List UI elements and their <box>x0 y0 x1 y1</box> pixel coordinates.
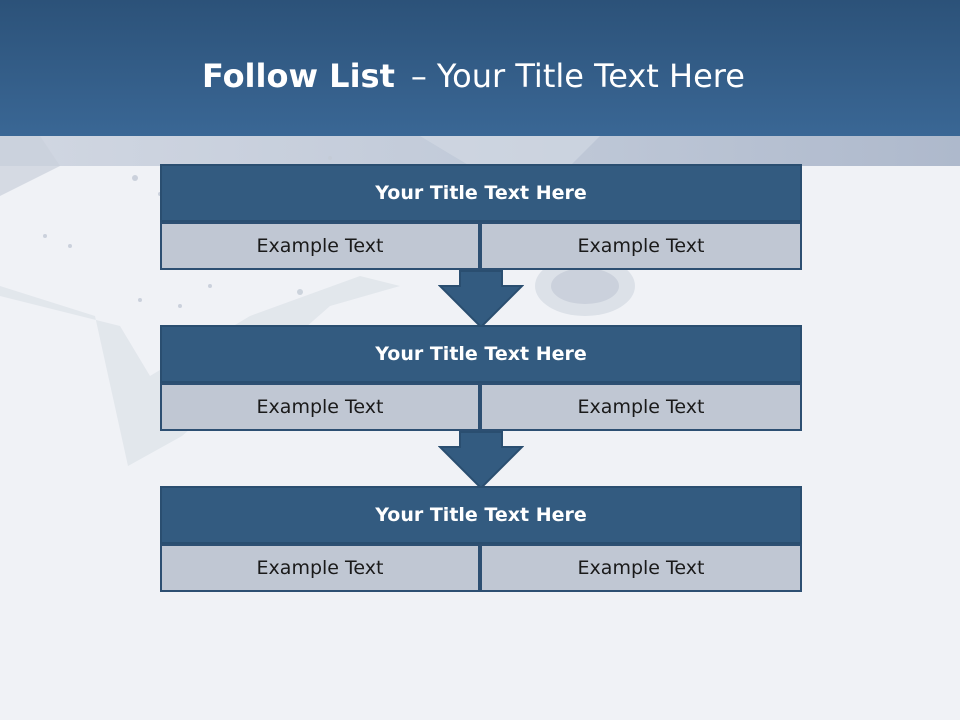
block-title: Your Title Text Here <box>160 325 802 383</box>
slide-title-separator: – <box>410 57 427 95</box>
slide-title: Follow List–Your Title Text Here <box>202 54 745 98</box>
down-arrow-icon <box>438 431 524 489</box>
slide-title-bold: Follow List <box>202 57 395 95</box>
block-cell-right: Example Text <box>480 383 802 431</box>
list-block-2: Your Title Text Here Example Text Exampl… <box>160 325 802 431</box>
list-block-1: Your Title Text Here Example Text Exampl… <box>160 164 802 270</box>
list-block-3: Your Title Text Here Example Text Exampl… <box>160 486 802 592</box>
down-arrow-icon <box>438 270 524 328</box>
slide-title-rest: Your Title Text Here <box>436 57 745 95</box>
block-cell-left: Example Text <box>160 544 480 592</box>
block-cell-left: Example Text <box>160 383 480 431</box>
block-cell-right: Example Text <box>480 222 802 270</box>
block-title: Your Title Text Here <box>160 164 802 222</box>
block-cell-left: Example Text <box>160 222 480 270</box>
block-cell-right: Example Text <box>480 544 802 592</box>
block-title: Your Title Text Here <box>160 486 802 544</box>
header-band <box>0 0 960 136</box>
